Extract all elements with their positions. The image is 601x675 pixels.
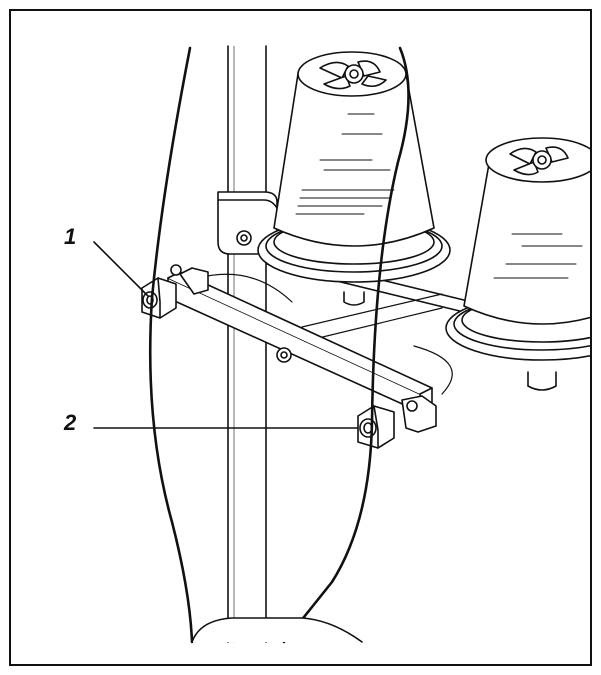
- stand-base: [191, 617, 363, 643]
- cone-spool-front: [257, 51, 451, 306]
- callout-leaders: [93, 241, 359, 429]
- thread-guide-drawing: [93, 45, 590, 644]
- bar-end-fittings: [170, 264, 437, 433]
- callout-label-1: 1: [64, 224, 77, 249]
- thread-eyelet-1: [141, 277, 177, 319]
- illustration-frame: [9, 9, 592, 666]
- threads: [148, 46, 410, 644]
- stand-pole: [227, 45, 267, 643]
- callout-label-2: 2: [64, 410, 77, 435]
- cone-spool-rear: [445, 137, 590, 391]
- wire-arcs: [197, 273, 453, 395]
- thread-eyelet-2: [357, 405, 395, 449]
